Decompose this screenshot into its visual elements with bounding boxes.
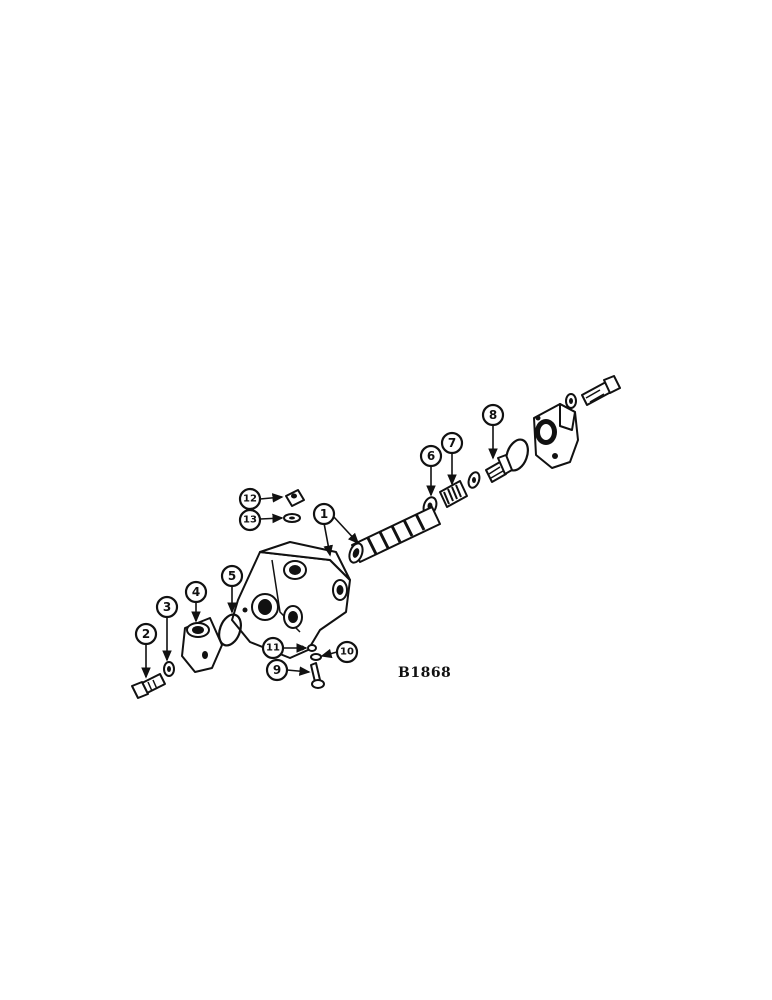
ring-part-10: [310, 653, 322, 661]
bolt-right-part: [581, 375, 621, 406]
o-ring-part-5: [218, 613, 242, 647]
screw-part-9: [310, 662, 325, 689]
valve-body-part: [231, 541, 351, 659]
svg-text:4: 4: [192, 585, 200, 599]
svg-text:6: 6: [427, 449, 435, 463]
svg-text:9: 9: [273, 663, 281, 677]
plug-part-8: [485, 454, 513, 483]
svg-text:1: 1: [320, 507, 328, 521]
svg-text:13: 13: [243, 515, 257, 526]
callout-3: 3: [155, 595, 179, 619]
plug-part-12: [285, 489, 305, 507]
leader-lines: [141, 425, 498, 679]
svg-text:2: 2: [142, 627, 150, 641]
washer-mid-right-part: [467, 471, 481, 489]
svg-text:10: 10: [340, 647, 354, 658]
spring-part-7: [439, 480, 468, 508]
callout-6: 6: [419, 444, 443, 468]
svg-text:11: 11: [266, 643, 280, 654]
callout-1: 1: [312, 502, 336, 526]
seal-part-13: [283, 513, 301, 523]
callout-8: 8: [481, 403, 505, 427]
flange-elbow-right-part: [533, 403, 579, 469]
washer-part-3: [163, 661, 175, 677]
svg-text:12: 12: [243, 494, 257, 505]
callout-2: 2: [134, 622, 158, 646]
callout-11: 11: [261, 636, 285, 660]
callout-4: 4: [184, 580, 208, 604]
figure-reference-code: B1868: [398, 665, 451, 681]
pin-part-11: [307, 644, 317, 652]
callout-5: 5: [220, 564, 244, 588]
svg-text:8: 8: [489, 408, 497, 422]
callout-10: 10: [335, 640, 359, 664]
callout-12: 12: [238, 487, 262, 511]
svg-text:3: 3: [163, 600, 171, 614]
callout-13: 13: [238, 508, 262, 532]
elbow-part-4: [181, 617, 223, 673]
bolt-part-2: [131, 673, 166, 699]
svg-text:7: 7: [448, 436, 456, 450]
callout-9: 9: [265, 658, 289, 682]
spool-part-1: [348, 506, 441, 564]
callout-7: 7: [440, 431, 464, 455]
washer-right-part: [565, 393, 577, 409]
svg-text:5: 5: [228, 569, 236, 583]
